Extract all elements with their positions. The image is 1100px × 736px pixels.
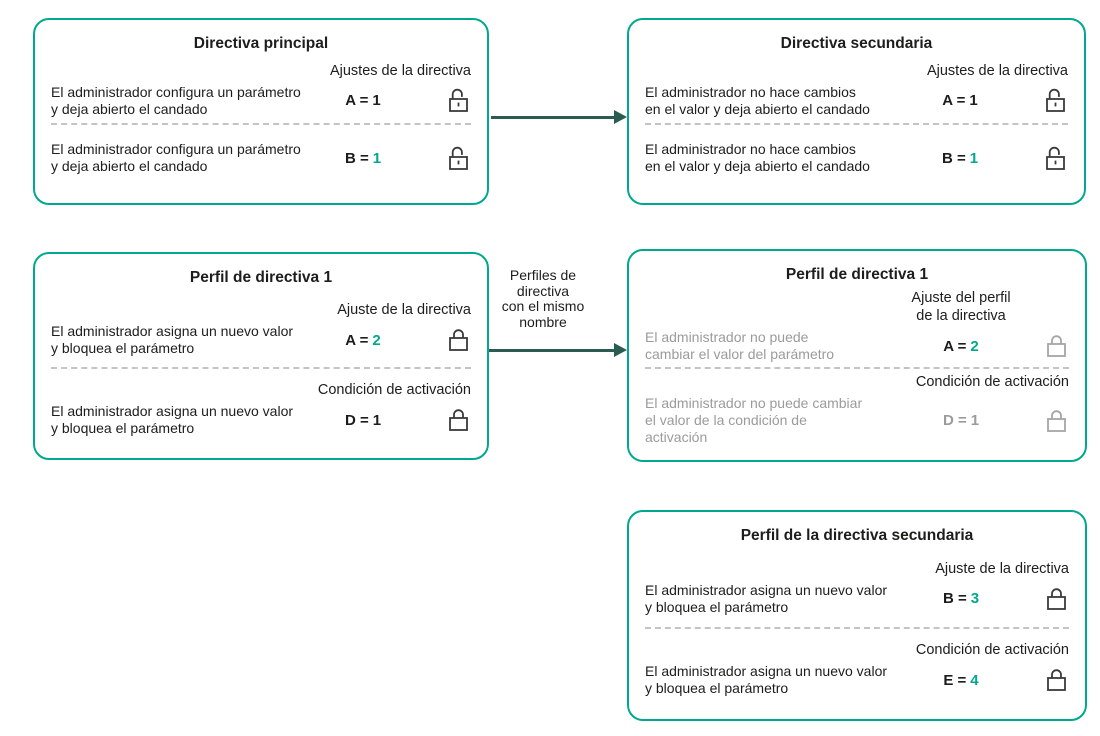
- section-description: El administrador asigna un nuevo valor y…: [51, 403, 294, 436]
- box-title: Perfil de directiva 1: [785, 266, 929, 283]
- section-description: El administrador no hace cambios en el v…: [645, 141, 870, 175]
- profile-arrow-label: Perfiles de directiva con el mismo nombr…: [501, 267, 585, 330]
- parameter-value: D =1: [942, 412, 980, 430]
- open-lock-icon: [447, 88, 471, 113]
- closed-lock-icon: [1045, 334, 1069, 358]
- parameter-value: B =1: [344, 149, 382, 167]
- section-description: El administrador asigna un nuevo valor y…: [645, 581, 888, 615]
- box-title: Directiva principal: [193, 35, 329, 52]
- closed-lock-icon: [447, 328, 471, 352]
- dashed-divider: [645, 626, 1069, 629]
- policy-profile-1-inherited-box: Perfil de directiva 1 Ajuste del perfil …: [627, 249, 1087, 462]
- closed-lock-icon: [1045, 587, 1069, 611]
- section-description: El administrador asigna un nuevo valor y…: [645, 663, 888, 697]
- section-header: Ajustes de la directiva: [926, 62, 1068, 79]
- box-title: Directiva secundaria: [780, 35, 933, 52]
- open-lock-icon: [1044, 146, 1068, 171]
- parameter-value: B =1: [941, 149, 979, 167]
- parameter-value: D =1: [344, 411, 382, 429]
- policy-setting-section: Ajustes de la directiva El administrador…: [51, 56, 471, 122]
- section-header: Condición de activación: [915, 374, 1069, 391]
- box-title: Perfil de directiva 1: [189, 269, 333, 286]
- parameter-value: A =1: [345, 92, 381, 110]
- parameter-value: E =4: [943, 671, 979, 689]
- policy-inheritance-arrow: [491, 116, 615, 119]
- section-header: Ajuste de la directiva: [935, 560, 1069, 577]
- policy-setting-section: Ajuste del perfil de la directiva El adm…: [645, 287, 1069, 366]
- activation-condition-section: Condición de activación El administrador…: [51, 370, 471, 446]
- section-description: El administrador configura un parámetro …: [51, 83, 301, 117]
- open-lock-icon: [447, 146, 471, 171]
- closed-lock-icon: [1045, 668, 1069, 692]
- main-policy-box: Directiva principal Ajustes de la direct…: [33, 18, 489, 205]
- parameter-value: B =3: [942, 590, 980, 608]
- section-description: El administrador configura un parámetro …: [51, 141, 301, 175]
- activation-condition-section: Condición de activación El administrador…: [645, 630, 1069, 708]
- section-description: El administrador no hace cambios en el v…: [645, 83, 870, 117]
- dashed-divider: [645, 366, 1069, 369]
- policy-setting-section: Ajustes de la directiva El administrador…: [645, 56, 1068, 122]
- closed-lock-icon: [447, 408, 471, 432]
- secondary-policy-box: Directiva secundaria Ajustes de la direc…: [627, 18, 1086, 205]
- policy-setting-section: Ajuste de la directiva El administrador …: [51, 290, 471, 366]
- policy-setting-section: El administrador no hace cambios en el v…: [645, 126, 1068, 192]
- activation-condition-section: Condición de activación El administrador…: [645, 370, 1069, 449]
- section-header: Condición de activación: [317, 382, 471, 398]
- parameter-value: A =2: [943, 337, 979, 355]
- section-header: Ajuste de la directiva: [337, 302, 471, 318]
- dashed-divider: [51, 122, 471, 125]
- section-description: El administrador asigna un nuevo valor y…: [51, 323, 294, 356]
- box-title: Perfil de la directiva secundaria: [740, 527, 974, 544]
- section-header: Ajustes de la directiva: [329, 62, 471, 79]
- open-lock-icon: [1044, 88, 1068, 113]
- section-header: Ajuste del perfil de la directiva: [911, 290, 1011, 325]
- parameter-value: A =1: [942, 92, 978, 110]
- dashed-divider: [51, 367, 471, 369]
- policy-profile-1-box: Perfil de directiva 1 Ajuste de la direc…: [33, 252, 489, 460]
- policy-inheritance-arrowhead: [614, 110, 627, 124]
- parameter-value: A =2: [345, 331, 381, 349]
- policy-setting-section: Ajuste de la directiva El administrador …: [645, 548, 1069, 626]
- dashed-divider: [645, 122, 1068, 125]
- policy-setting-section: El administrador configura un parámetro …: [51, 126, 471, 192]
- section-description: El administrador no puede cambiar el val…: [645, 395, 863, 446]
- profile-inheritance-arrowhead: [614, 343, 627, 357]
- profile-inheritance-arrow: [489, 349, 615, 352]
- section-header: Condición de activación: [915, 642, 1069, 659]
- secondary-policy-profile-box: Perfil de la directiva secundaria Ajuste…: [627, 510, 1087, 721]
- closed-lock-icon: [1045, 409, 1069, 433]
- section-description: El administrador no puede cambiar el val…: [645, 329, 835, 363]
